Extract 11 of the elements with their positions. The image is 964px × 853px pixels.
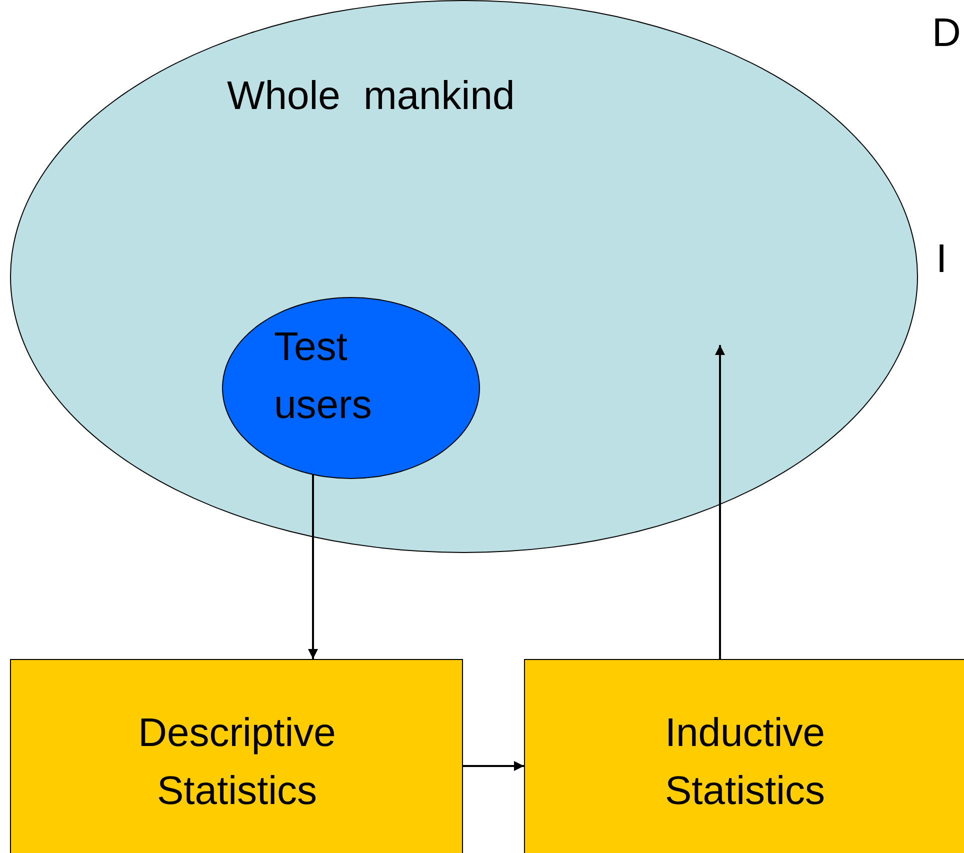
box-label: Inductive Statistics <box>664 710 826 815</box>
arrow <box>715 345 725 659</box>
arrow <box>308 474 318 659</box>
partial-letter: D <box>932 10 961 56</box>
arrow <box>463 761 524 771</box>
ellipse-label: Test users <box>274 324 373 429</box>
process-box <box>524 659 964 853</box>
ellipse-label: Whole mankind <box>227 73 516 120</box>
box-label: Descriptive Statistics <box>137 710 337 815</box>
partial-letter: I <box>936 236 948 282</box>
process-box <box>10 659 463 853</box>
